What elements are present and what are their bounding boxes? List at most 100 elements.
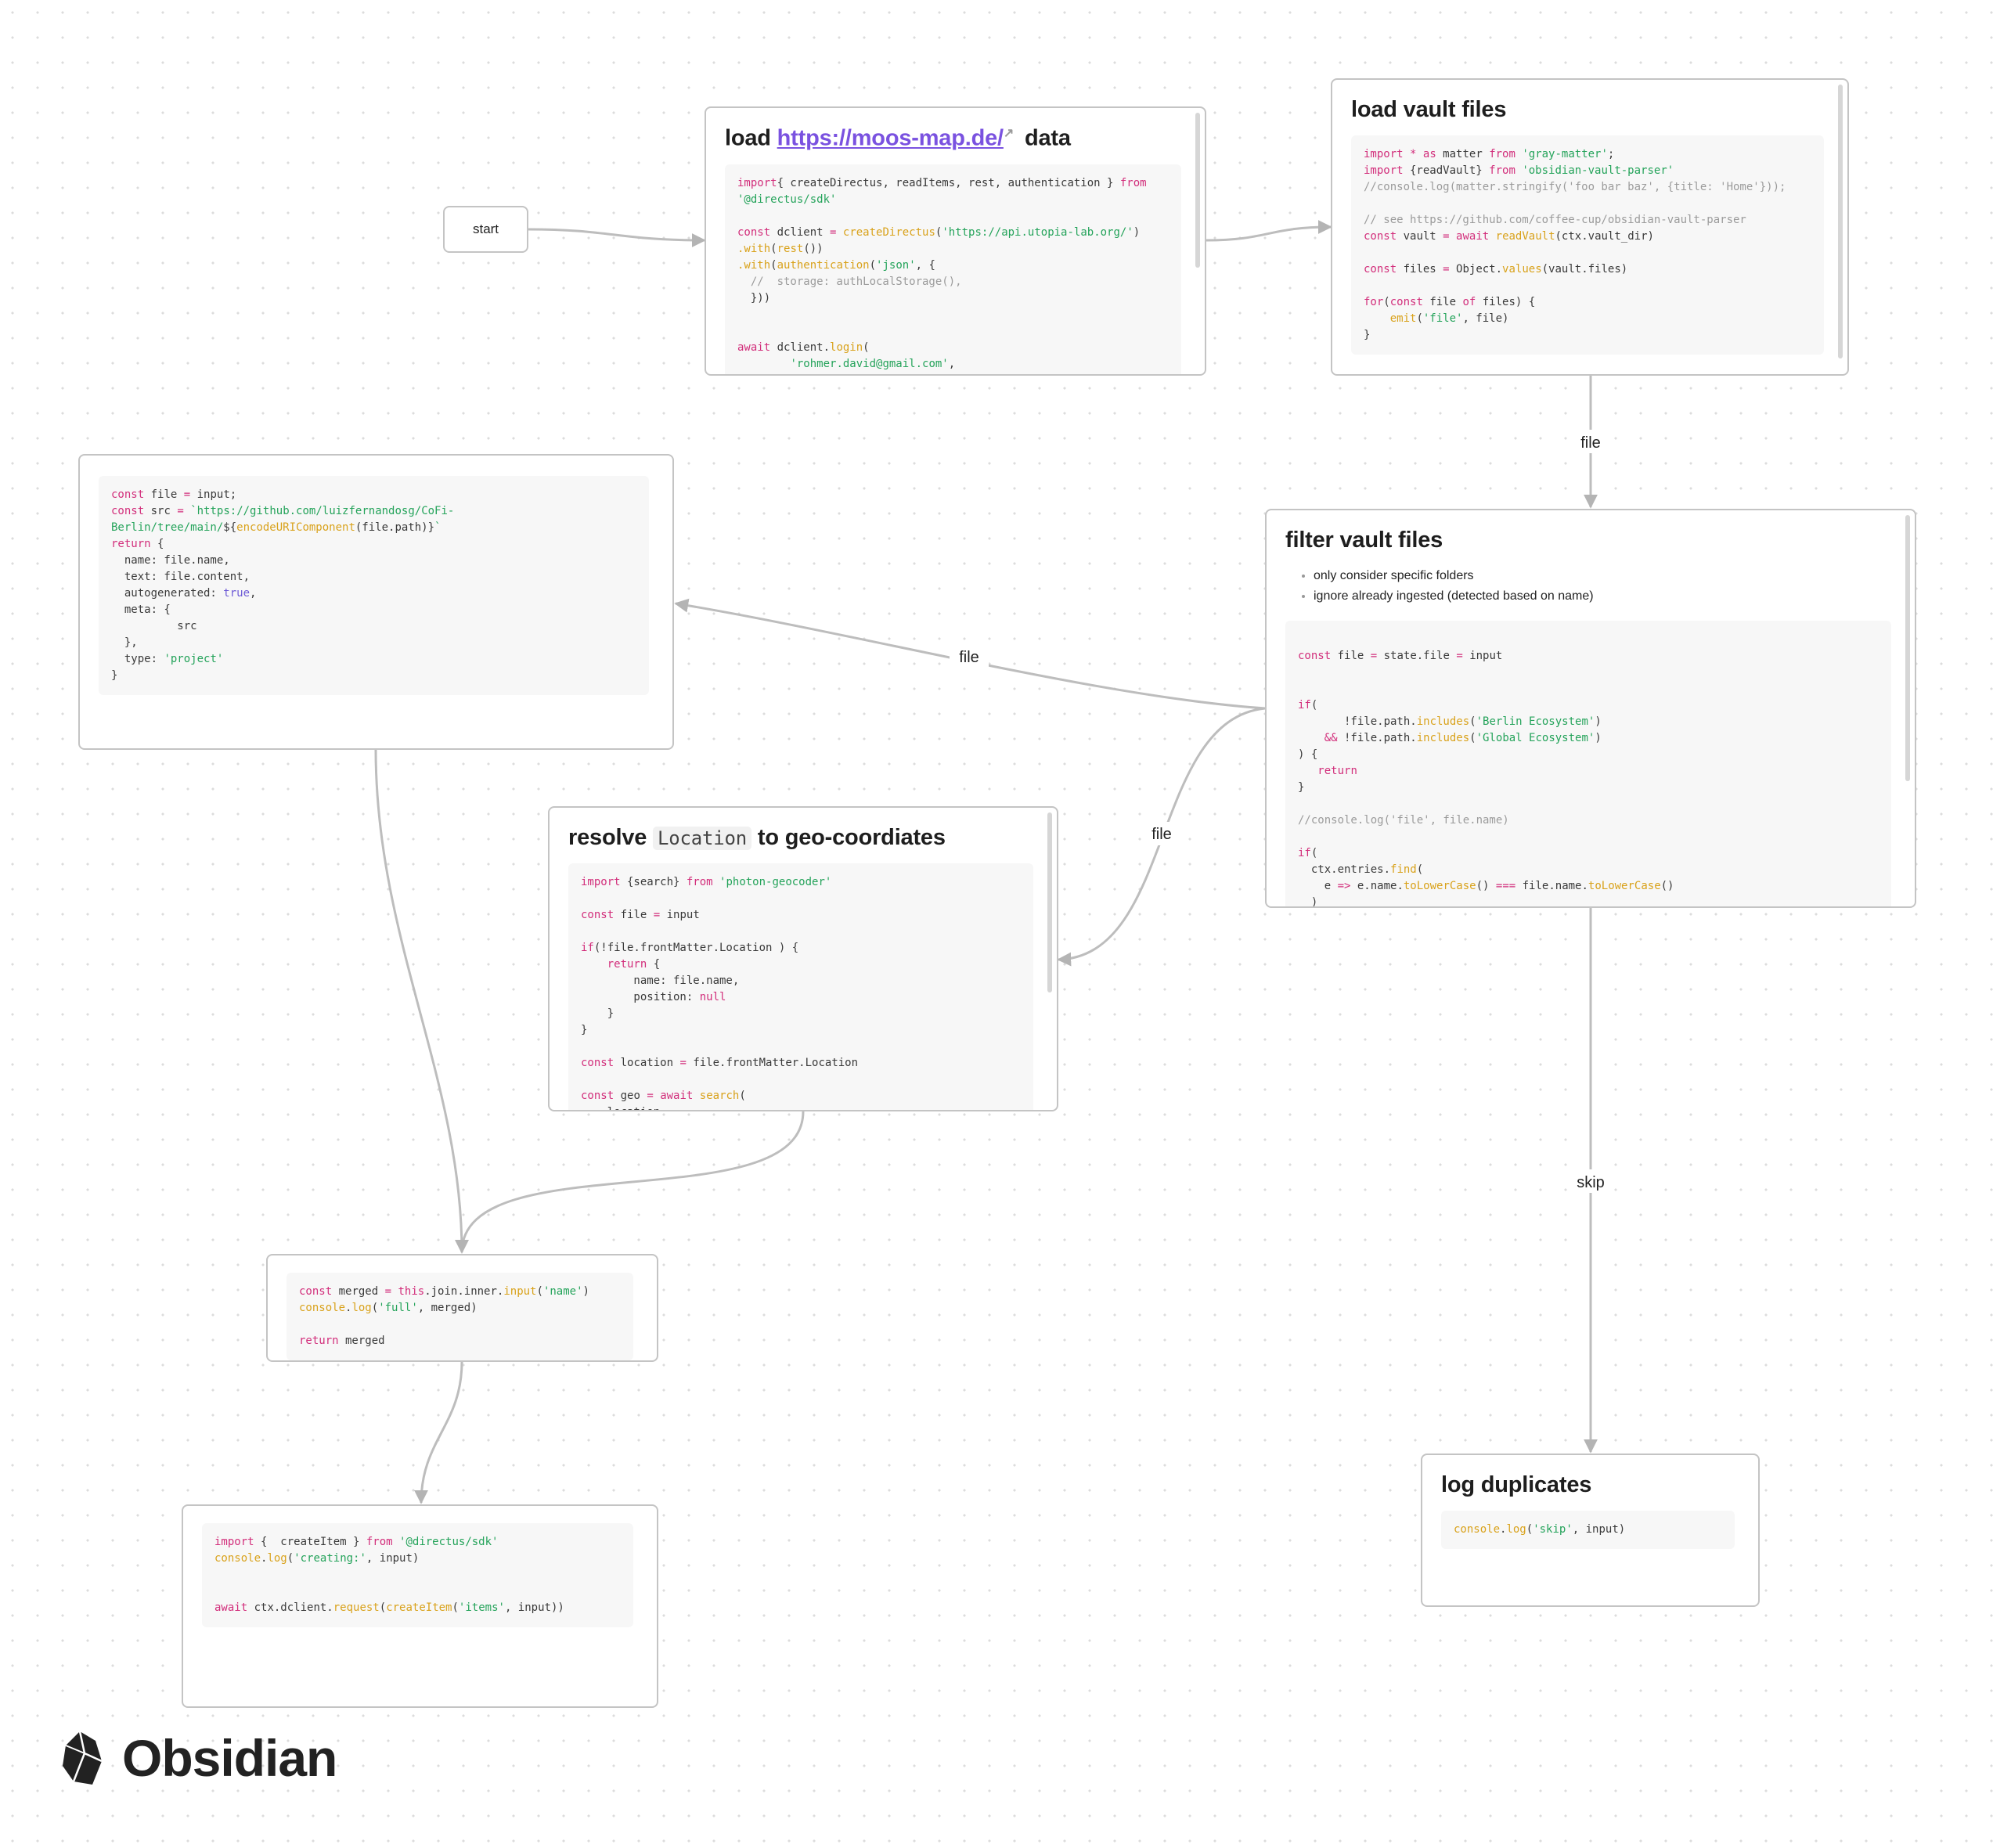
load-vault-files-node[interactable]: load vault files import * as matter from… [1331, 78, 1849, 376]
code-token: = [653, 909, 661, 921]
merge-node[interactable]: const merged = this.join.inner.input('na… [266, 1254, 658, 1362]
load-moos-map-node[interactable]: load https://moos-map.de/↗ data import{ … [705, 106, 1206, 376]
edge-filter-to-project[interactable] [674, 598, 1266, 710]
external-link-icon: ↗ [1003, 127, 1015, 140]
code-token: `https://github.com/luizfernandosg/CoFi- [190, 505, 455, 517]
code-token: if [1298, 699, 1311, 711]
code-token: const [111, 505, 145, 517]
create-item-node[interactable]: import { createItem } from '@directus/sd… [182, 1504, 658, 1708]
create-item-code[interactable]: import { createItem } from '@directus/sd… [202, 1523, 633, 1627]
start-node[interactable]: start [443, 206, 528, 253]
scrollbar[interactable] [1838, 85, 1843, 358]
code-token: await [660, 1090, 694, 1102]
scrollbar[interactable] [1195, 113, 1200, 268]
moos-map-link[interactable]: https://moos-map.de/ [777, 125, 1004, 151]
code-token: //console.log(matter.stringify('foo bar … [1364, 181, 1786, 193]
code-token: console [214, 1552, 261, 1565]
filter-vault-files-title: filter vault files [1285, 528, 1443, 553]
code-token: for [1364, 296, 1384, 308]
code-token: const [737, 225, 771, 239]
code-token: import [581, 876, 621, 888]
code-token: true [223, 587, 250, 600]
load-vault-files-code[interactable]: import * as matter from 'gray-matter'; i… [1351, 135, 1824, 355]
code-token: = [647, 1090, 654, 1102]
obsidian-logo-icon [63, 1731, 103, 1785]
code-token: console [299, 1302, 346, 1314]
code-token: .with [737, 258, 771, 272]
code-token: 'project' [164, 653, 224, 665]
code-token: const [1364, 230, 1397, 243]
scrollbar[interactable] [1905, 515, 1910, 781]
code-token: 'gray-matter' [1522, 148, 1608, 160]
code-token: createItem [386, 1601, 452, 1614]
project-mapping-node[interactable]: const file = input; const src = `https:/… [78, 454, 674, 750]
code-token: const [1364, 263, 1397, 276]
edge-start-to-load-moos[interactable] [528, 228, 706, 247]
code-token: login [830, 340, 863, 354]
code-token: const [1389, 296, 1423, 308]
code-token: 'Berlin Ecosystem' [1476, 715, 1595, 728]
code-token: search [699, 1090, 740, 1102]
code-token: this [398, 1285, 425, 1298]
code-token: = [830, 225, 837, 239]
edge-label-filter-to-resolve: file [1151, 826, 1172, 843]
code-token: authentication [777, 258, 870, 272]
code-token: = [384, 1285, 392, 1298]
edge-label-filter-to-project: file [959, 649, 979, 666]
filter-vault-files-code[interactable]: const file = state.file = input if( !fil… [1285, 621, 1891, 906]
code-token: find [1390, 863, 1417, 876]
code-token: import [1364, 164, 1404, 177]
code-token: 'name' [542, 1285, 583, 1298]
code-token: const [581, 1057, 614, 1069]
scrollbar[interactable] [1047, 812, 1052, 992]
code-token: import [1364, 148, 1404, 160]
code-token: = [183, 488, 191, 501]
resolve-location-node[interactable]: resolve Location to geo-coordiates impor… [548, 806, 1058, 1111]
log-duplicates-node[interactable]: log duplicates console.log('skip', input… [1421, 1454, 1760, 1607]
code-token: // see https://github.com/coffee-cup/obs… [1364, 214, 1746, 226]
code-token: toLowerCase [1403, 880, 1476, 892]
code-token: from [1119, 176, 1147, 189]
code-token: * [1410, 148, 1417, 160]
code-token: const [111, 488, 145, 501]
code-token: const [299, 1285, 333, 1298]
code-token: && [1324, 732, 1338, 744]
code-token: createDirectus [842, 225, 935, 239]
code-token: '@directus/sdk' [737, 193, 837, 206]
resolve-location-code[interactable]: import {search} from 'photon-geocoder' c… [568, 863, 1033, 1110]
code-token: 'items' [458, 1601, 505, 1614]
filter-vault-files-node[interactable]: filter vault files only consider specifi… [1265, 509, 1916, 908]
resolve-location-title: resolve Location to geo-coordiates [568, 825, 946, 850]
code-token: = [1443, 230, 1450, 243]
code-token: null [699, 991, 726, 1003]
code-token: from [1489, 148, 1515, 160]
edge-resolve-to-merge[interactable] [455, 1111, 805, 1254]
log-duplicates-code[interactable]: console.log('skip', input) [1441, 1511, 1735, 1549]
merge-code[interactable]: const merged = this.join.inner.input('na… [287, 1273, 633, 1360]
edge-load-moos-to-load-vault[interactable] [1206, 220, 1332, 242]
code-token: 'creating:' [294, 1552, 366, 1565]
edge-filter-to-resolve[interactable] [1057, 707, 1266, 967]
code-token: includes [1416, 732, 1470, 744]
obsidian-logo: Obsidian [61, 1728, 337, 1788]
code-token: //console.log('file', file.name) [1298, 814, 1509, 827]
filter-note: only consider specific folders [1314, 566, 1891, 586]
project-mapping-code[interactable]: const file = input; const src = `https:/… [99, 476, 649, 695]
filter-note: ignore already ingested (detected based … [1314, 586, 1891, 607]
filter-notes-list: only consider specific folders ignore al… [1285, 566, 1891, 607]
edge-merge-to-create[interactable] [414, 1361, 463, 1504]
code-token: // storage: authLocalStorage(), [737, 275, 962, 288]
code-token: as [1422, 148, 1436, 160]
load-moos-map-code[interactable]: import{ createDirectus, readItems, rest,… [725, 164, 1181, 374]
code-token: = [1456, 650, 1463, 662]
edge-label-filter-to-log-duplicates: skip [1577, 1174, 1605, 1191]
edge-project-to-merge[interactable] [374, 749, 469, 1254]
code-token: includes [1416, 715, 1470, 728]
obsidian-logo-text: Obsidian [122, 1729, 337, 1787]
code-token: await [737, 340, 771, 354]
code-token: = [679, 1057, 687, 1069]
code-token: import [737, 176, 777, 189]
code-token: = [177, 505, 184, 517]
code-token: of [1462, 296, 1476, 308]
code-token: from [1489, 164, 1515, 177]
